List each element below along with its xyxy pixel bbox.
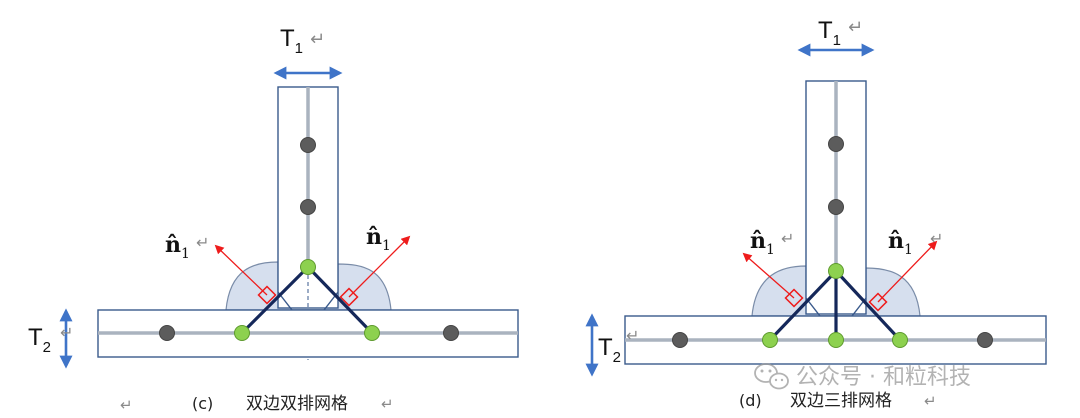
weld-node bbox=[828, 263, 844, 279]
weld-node bbox=[234, 325, 250, 341]
normal-label-left: n̂1 bbox=[750, 228, 775, 258]
weld-node bbox=[828, 332, 844, 348]
shell-node bbox=[300, 199, 316, 215]
return-mark-icon: ↵ bbox=[60, 323, 73, 342]
diagram-d: T1 ↵ T2 ↵ n̂1 ↵ n̂1 ↵ (d) 双边三排网格 ↵ bbox=[585, 17, 1047, 411]
shell-node bbox=[159, 325, 175, 341]
normal-label-right: n̂1 bbox=[366, 224, 391, 254]
thickness-label-t1: T1 bbox=[280, 25, 303, 57]
weld-node bbox=[762, 332, 778, 348]
caption-tag-c: (c) bbox=[192, 394, 213, 413]
thickness-label-t1: T1 bbox=[818, 17, 841, 49]
thickness-label-t2: T2 bbox=[28, 324, 51, 356]
normal-arrow-right bbox=[877, 240, 938, 303]
wechat-icon bbox=[754, 363, 789, 390]
watermark-text: 公众号 · 和粒科技 bbox=[796, 365, 971, 390]
shell-node bbox=[977, 332, 993, 348]
diagram-c: T1 ↵ T2 ↵ n̂1 ↵ n̂1 ↵ (c) 双边双排网格 ↵ bbox=[28, 25, 519, 414]
normal-label-left: n̂1 bbox=[165, 232, 190, 262]
return-mark-icon: ↵ bbox=[310, 29, 325, 50]
shell-node bbox=[828, 136, 844, 152]
return-mark-icon: ↵ bbox=[196, 233, 209, 252]
normal-arrow-right bbox=[348, 235, 411, 298]
caption-text-d: 双边三排网格 bbox=[790, 391, 892, 411]
shell-node bbox=[443, 325, 459, 341]
weld-element-left bbox=[240, 265, 310, 335]
return-mark-icon: ↵ bbox=[924, 392, 937, 410]
weld-element-left bbox=[768, 269, 838, 342]
return-mark-icon: ↵ bbox=[781, 229, 794, 248]
return-mark-icon: ↵ bbox=[626, 326, 639, 345]
shell-node bbox=[828, 199, 844, 215]
return-mark-icon: ↵ bbox=[120, 396, 133, 414]
weld-node bbox=[364, 325, 380, 341]
weld-node bbox=[300, 259, 316, 275]
return-mark-icon: ↵ bbox=[848, 17, 863, 38]
return-mark-icon: ↵ bbox=[381, 395, 394, 413]
weld-element-right bbox=[834, 269, 902, 342]
weld-node bbox=[892, 332, 908, 348]
thickness-label-t2: T2 bbox=[598, 334, 621, 366]
normal-arrow-left bbox=[214, 244, 268, 296]
shell-node bbox=[672, 332, 688, 348]
caption-text-c: 双边双排网格 bbox=[246, 394, 348, 414]
normal-label-right: n̂1 bbox=[888, 228, 913, 258]
caption-tag-d: (d) bbox=[739, 391, 762, 410]
watermark: 公众号 · 和粒科技 bbox=[754, 363, 971, 390]
shell-node bbox=[300, 137, 316, 153]
normal-arrow-left bbox=[742, 252, 795, 299]
return-mark-icon: ↵ bbox=[930, 229, 943, 248]
weld-element-right bbox=[306, 265, 374, 335]
